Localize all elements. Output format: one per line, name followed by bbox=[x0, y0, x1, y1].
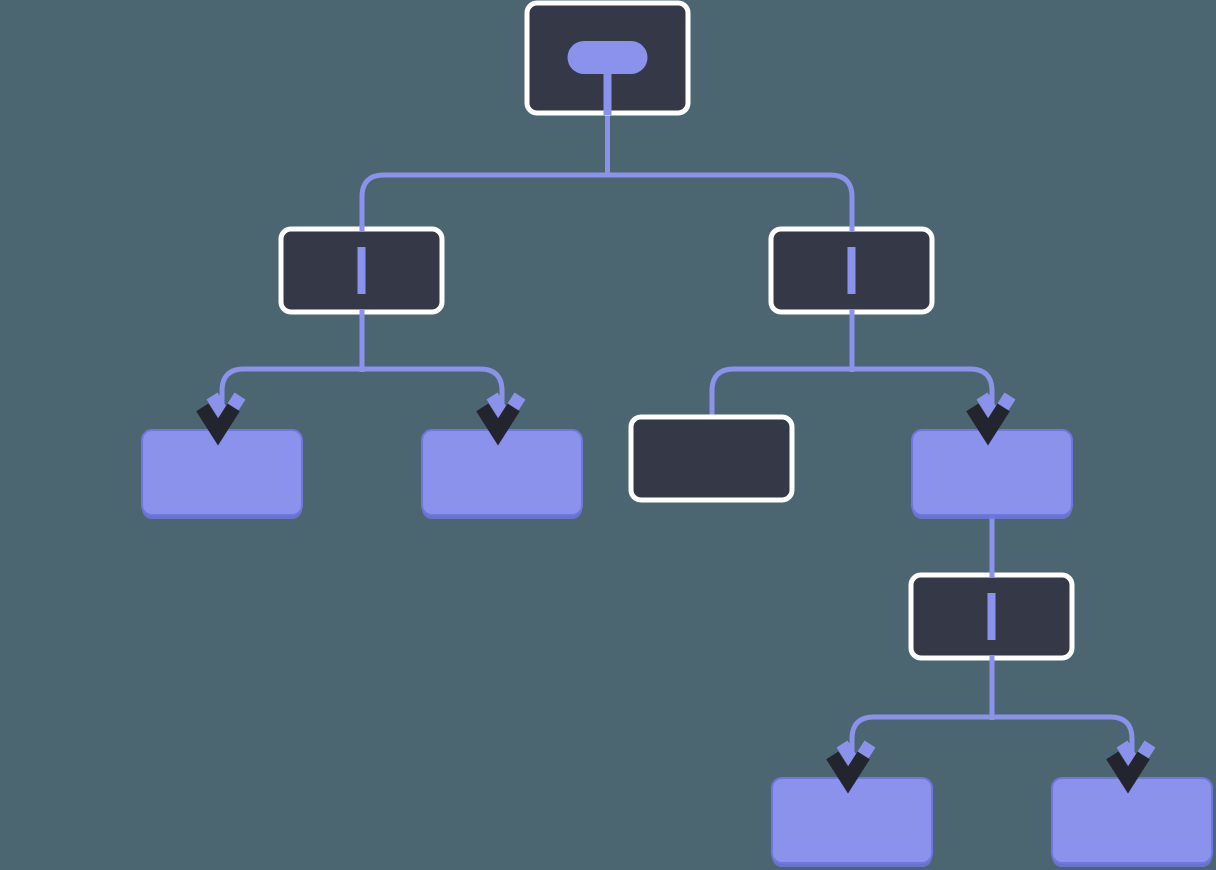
root-node[interactable] bbox=[524, 0, 691, 116]
edge-level2-left-to-node-a-arrowhead bbox=[196, 392, 246, 446]
edge-level2-right-to-node-d-arrowhead bbox=[966, 392, 1016, 446]
edge-stub-above-level2-right bbox=[849, 205, 855, 232]
edge-level2-left-to-node-b bbox=[359, 300, 505, 432]
edge-layer-under bbox=[219, 108, 1135, 780]
edge-stub-above-level4 bbox=[989, 552, 995, 578]
root-node-pill-glyph bbox=[567, 41, 648, 74]
edge-level2-left-to-node-b-arrowhead-dark bbox=[476, 403, 520, 446]
edge-level4-to-level5-right bbox=[989, 650, 1135, 780]
edge-root-to-level2-right bbox=[605, 108, 855, 330]
level3-node-c[interactable] bbox=[628, 414, 795, 503]
edge-level2-right-to-node-d-arrowhead-dark bbox=[966, 403, 1010, 446]
edge-level4-to-level5-left-arrowhead bbox=[826, 740, 876, 794]
edge-root-to-level2-left bbox=[359, 108, 610, 330]
edge-stub-below-level2-right bbox=[849, 309, 855, 372]
edge-level4-to-level5-right-arrowhead bbox=[1106, 740, 1156, 794]
edge-stub-below-level2-left bbox=[359, 309, 365, 372]
edge-level4-to-level5-left-arrowhead-dark bbox=[826, 751, 870, 794]
edge-level2-right-to-node-d bbox=[849, 300, 995, 432]
root-node-stem-glyph bbox=[603, 68, 612, 115]
level3-node-d[interactable] bbox=[911, 429, 1073, 519]
level2-left-node-bar-glyph bbox=[357, 247, 366, 294]
edge-stub-above-level2-left bbox=[359, 205, 365, 232]
level3-node-d-shape[interactable] bbox=[911, 429, 1073, 516]
edge-level2-left-to-node-b-arrowhead bbox=[476, 392, 526, 446]
level2-right-node-bar-glyph bbox=[847, 247, 856, 294]
level5-right-node[interactable] bbox=[1051, 777, 1213, 867]
level5-right-node-shape[interactable] bbox=[1051, 777, 1213, 864]
edge-layer-over bbox=[359, 205, 995, 720]
level3-node-b[interactable] bbox=[421, 429, 583, 519]
level4-node-bar-glyph bbox=[987, 593, 996, 640]
edge-level4-to-level5-left bbox=[849, 650, 995, 780]
edge-level4-to-level5-right-arrowhead-dark bbox=[1106, 751, 1150, 794]
level5-left-node-shape[interactable] bbox=[771, 777, 933, 864]
level3-node-c-shape[interactable] bbox=[628, 414, 795, 503]
edge-level2-right-to-node-c bbox=[709, 300, 855, 416]
level3-node-a-shape[interactable] bbox=[141, 429, 303, 516]
edge-level2-left-to-node-a bbox=[219, 300, 365, 432]
arrow-layer bbox=[196, 392, 1156, 794]
level4-node[interactable] bbox=[908, 572, 1075, 661]
edge-stub-below-level4 bbox=[989, 655, 995, 720]
level2-left-node[interactable] bbox=[278, 226, 445, 315]
level3-node-b-shape[interactable] bbox=[421, 429, 583, 516]
level2-right-node[interactable] bbox=[768, 226, 935, 315]
edge-level2-left-to-node-a-arrowhead-dark bbox=[196, 403, 240, 446]
level5-left-node[interactable] bbox=[771, 777, 933, 867]
level3-node-a[interactable] bbox=[141, 429, 303, 519]
